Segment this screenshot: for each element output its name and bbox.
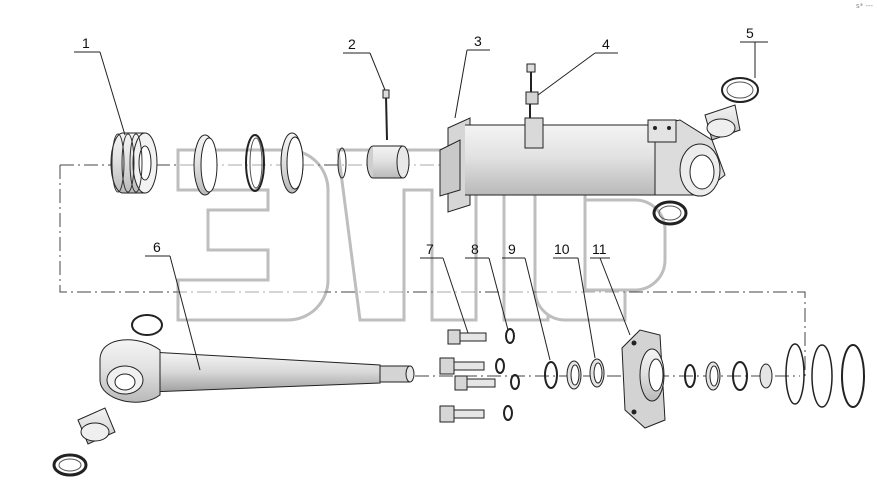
callout-10-number: 10 bbox=[554, 241, 570, 257]
part-10-seal bbox=[589, 358, 605, 388]
part-8-washers bbox=[495, 328, 520, 421]
callout-2: 2 bbox=[343, 36, 386, 91]
callout-8-number: 8 bbox=[471, 241, 479, 257]
callout-7: 7 bbox=[420, 241, 469, 334]
callout-3-number: 3 bbox=[474, 33, 482, 49]
callout-8: 8 bbox=[465, 241, 509, 331]
piston-seal-rings bbox=[193, 132, 347, 196]
callout-1-number: 1 bbox=[82, 35, 90, 51]
part-7-bolts bbox=[439, 329, 496, 423]
part-4-fitting bbox=[525, 63, 539, 118]
callout-2-number: 2 bbox=[348, 36, 356, 52]
gland-seal-rings bbox=[684, 343, 865, 408]
part-9-seal bbox=[544, 360, 582, 390]
callout-3: 3 bbox=[454, 33, 490, 119]
callout-6: 6 bbox=[145, 239, 201, 371]
part-2-nut bbox=[366, 89, 410, 179]
callout-4-number: 4 bbox=[602, 36, 610, 52]
part-5-bushing bbox=[652, 77, 759, 226]
callout-11: 11 bbox=[590, 241, 631, 336]
callout-4: 4 bbox=[537, 36, 618, 96]
callout-1: 1 bbox=[74, 35, 126, 136]
part-11-gland bbox=[621, 329, 666, 429]
part-6-piston-rod bbox=[52, 314, 415, 477]
callout-5: 5 bbox=[740, 25, 768, 78]
callout-6-number: 6 bbox=[153, 239, 161, 255]
callout-11-number: 11 bbox=[592, 241, 607, 257]
callout-9-number: 9 bbox=[508, 241, 516, 257]
callout-5-number: 5 bbox=[746, 25, 754, 41]
part-1-piston bbox=[110, 132, 158, 194]
callouts: 1 2 3 4 5 6 7 bbox=[74, 25, 768, 371]
corner-mark: s* --- bbox=[856, 2, 873, 10]
callout-9: 9 bbox=[502, 241, 551, 361]
part-3-cylinder-barrel bbox=[439, 117, 726, 213]
callout-7-number: 7 bbox=[426, 241, 434, 257]
callout-10: 10 bbox=[553, 241, 596, 359]
